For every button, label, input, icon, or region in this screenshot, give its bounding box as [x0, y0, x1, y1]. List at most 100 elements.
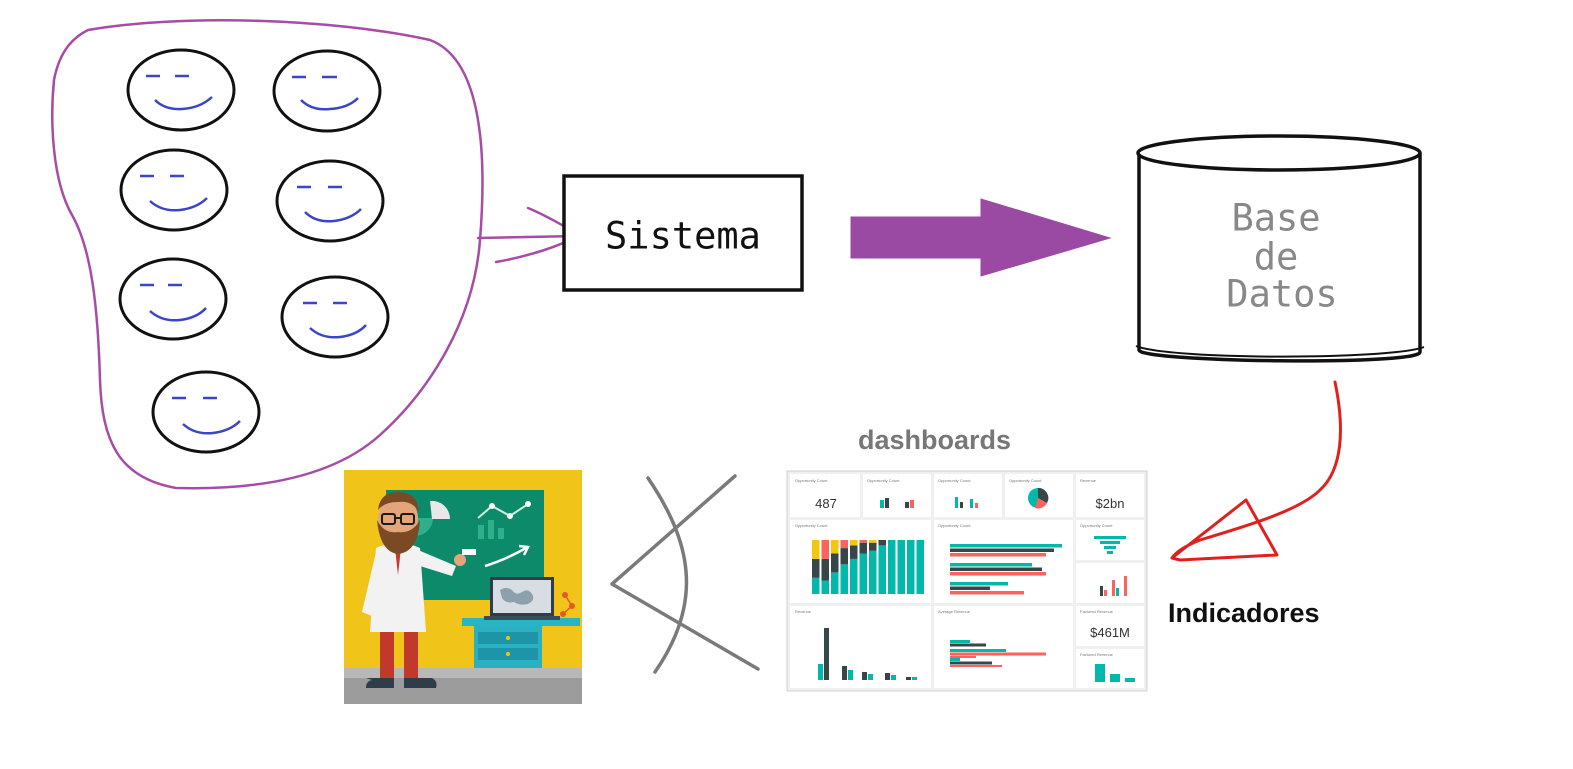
- dashboard-tile: [1076, 606, 1144, 646]
- user-smiley-7: [151, 370, 261, 454]
- stacked-column-chart: [812, 540, 924, 594]
- horizontal-bar: [950, 553, 1046, 557]
- average-revenue-bar: [950, 643, 986, 647]
- mini-column-chart: [880, 498, 914, 508]
- user-smiley-3: [119, 148, 229, 232]
- dashboard-to-analyst-sketch: [610, 474, 760, 674]
- database-label-line-3: Datos: [1226, 273, 1337, 316]
- stacked-column-segment: [869, 550, 877, 594]
- stacked-column-segment: [850, 558, 858, 594]
- dashboard-tile-title: Opportunity Count: [795, 478, 828, 483]
- stacked-column-segment: [859, 542, 867, 554]
- stacked-column-segment: [840, 564, 848, 594]
- dashboard-tile-title: Opportunity Count: [867, 478, 900, 483]
- revenue-column: [842, 666, 847, 680]
- database-label-line-1: Base: [1231, 197, 1320, 240]
- stacked-column-segment: [831, 572, 839, 594]
- dashboard-tile: [790, 474, 860, 517]
- revenue-column: [885, 673, 890, 680]
- dashboard-tile-title: Factored Revenue: [1080, 652, 1114, 657]
- stacked-column-segment: [812, 577, 820, 594]
- user-smiley-4: [275, 159, 385, 243]
- mini-column-chart: [1100, 576, 1127, 596]
- stacked-column-segment: [821, 558, 829, 581]
- horizontal-bar: [950, 567, 1042, 571]
- kpi-factored-revenue: $461M: [1090, 625, 1130, 640]
- stacked-column-segment: [850, 545, 858, 559]
- average-revenue-bar: [950, 640, 970, 643]
- dashboard-tile: [1076, 474, 1144, 517]
- dashboard-tile-title: Opportunity Count: [938, 478, 971, 483]
- mini-funnel-chart: [1094, 536, 1126, 554]
- stacked-column-segment: [859, 553, 867, 594]
- horizontal-bar: [950, 544, 1062, 548]
- dashboard-thumbnail: Opportunity Count Opportunity Count Oppo…: [786, 470, 1148, 692]
- dashboard-tile-title: Average Revenue: [938, 609, 971, 614]
- revenue-column: [868, 674, 873, 680]
- revenue-column: [912, 677, 917, 680]
- mini-column-chart: [1095, 664, 1135, 682]
- dashboard-tile-title: Opportunity Count: [1009, 478, 1042, 483]
- user-smiley-6: [280, 275, 390, 359]
- revenue-column: [891, 675, 896, 680]
- stacked-column-segment: [888, 540, 896, 594]
- dashboards-label: dashboards: [858, 425, 1011, 455]
- mini-column-chart: [955, 497, 978, 508]
- database-label-line-2: de: [1254, 236, 1299, 279]
- stacked-column-segment: [878, 545, 886, 594]
- horizontal-bar-chart: [950, 544, 1062, 595]
- average-revenue-bar: [950, 652, 1046, 656]
- revenue-column: [906, 677, 911, 680]
- average-revenue-bar: [950, 658, 960, 661]
- horizontal-bar: [950, 563, 1032, 567]
- system-box: [562, 174, 804, 292]
- dashboard-tile: [790, 606, 931, 688]
- stacked-column-segment: [907, 540, 915, 594]
- dashboard-tile-title: Revenue: [795, 609, 812, 614]
- user-smiley-5: [118, 257, 228, 341]
- mini-pie-chart: [1028, 487, 1049, 509]
- dashboard-tile-title: Revenue: [1080, 478, 1097, 483]
- revenue-column-chart: [818, 628, 917, 680]
- user-smiley-2: [272, 49, 382, 133]
- system-to-database-arrow: [850, 198, 1112, 277]
- dashboard-tile: [934, 474, 1002, 517]
- stacked-column-segment: [821, 540, 829, 559]
- stacked-column-segment: [869, 542, 877, 551]
- stacked-column-segment: [821, 580, 829, 594]
- stacked-column-segment: [850, 540, 858, 546]
- kpi-revenue: $2bn: [1096, 496, 1125, 511]
- stacked-column-segment: [831, 540, 839, 554]
- horizontal-bar: [950, 582, 1008, 586]
- stacked-column-segment: [859, 540, 867, 543]
- stacked-column-segment: [869, 540, 877, 543]
- stacked-column-segment: [897, 540, 905, 594]
- indicators-label: Indicadores: [1168, 598, 1320, 628]
- stacked-column-segment: [878, 540, 886, 546]
- average-revenue-bar: [950, 656, 976, 658]
- average-revenue-bar: [950, 661, 992, 665]
- dashboard-tile-title: Opportunity Count: [938, 523, 971, 528]
- stacked-column-segment: [840, 548, 848, 565]
- dashboard-tile-title: Opportunity Count: [1080, 523, 1113, 528]
- revenue-column: [824, 628, 829, 680]
- stacked-column-segment: [916, 540, 924, 594]
- database-cylinder: [1135, 134, 1425, 363]
- horizontal-bar: [950, 548, 1054, 552]
- kpi-opportunity-count: 487: [815, 496, 837, 511]
- revenue-column: [848, 670, 853, 680]
- dashboard-tile-title: Opportunity Count: [795, 523, 828, 528]
- dashboard-tile: [863, 474, 931, 517]
- dashboard-tile: [1076, 563, 1144, 603]
- horizontal-bar: [950, 572, 1046, 576]
- revenue-column: [862, 672, 867, 680]
- stacked-column-segment: [840, 540, 848, 549]
- user-group-outline: [51, 19, 484, 490]
- dashboard-tile: [934, 606, 1073, 688]
- user-smiley-1: [126, 48, 236, 132]
- horizontal-bar: [950, 591, 1024, 595]
- revenue-column: [818, 664, 823, 680]
- horizontal-bar: [950, 586, 990, 590]
- dashboard-tile: [934, 520, 1073, 603]
